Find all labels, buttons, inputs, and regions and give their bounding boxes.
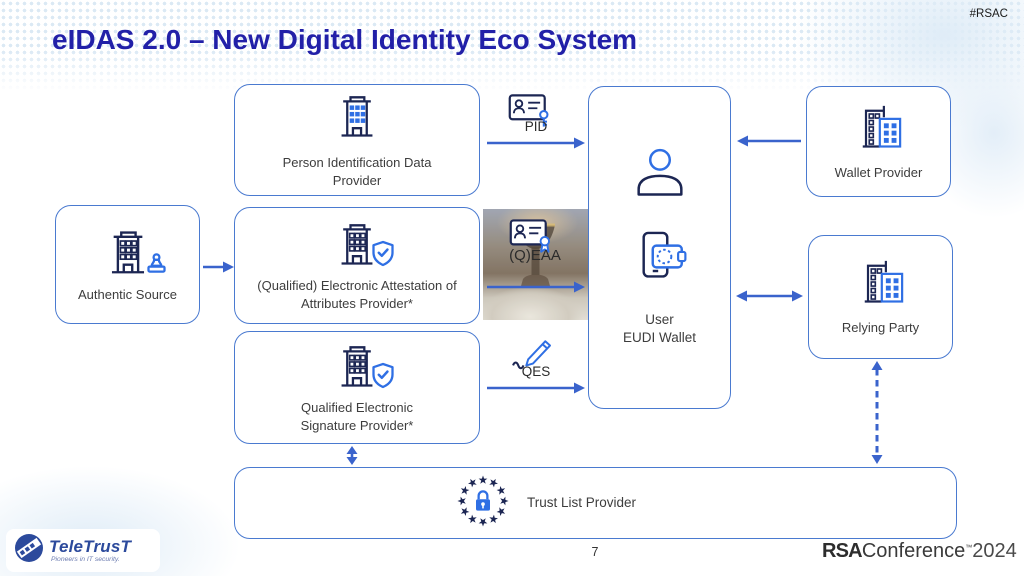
rsa-brand: RSA [822, 540, 863, 562]
box-label: Person Identification Data Provider [282, 155, 432, 188]
arrow-wallet-provider-to-wallet [737, 135, 801, 147]
signature-pen-icon [510, 337, 554, 378]
box-qes-provider: Qualified Electronic Signature Provider* [234, 331, 480, 444]
arrow-authentic-source-to-qeaa [203, 261, 234, 273]
two-buildings-icon [853, 102, 905, 157]
rsa-conference-logo: RSAConference™2024 [822, 540, 1017, 563]
arrow-qeaa-to-wallet [487, 281, 585, 293]
arrow-qes-to-wallet [487, 382, 585, 394]
box-qeaa-provider: (Qualified) Electronic Attestation of At… [234, 207, 480, 324]
person-icon [628, 148, 692, 207]
building-icon [331, 340, 394, 392]
arrow-qes-provider-trust-list-bidirectional [346, 446, 358, 465]
rsa-suffix: Conference [861, 540, 966, 562]
page-number: 7 [591, 545, 599, 559]
box-authentic-source: Authentic Source [55, 205, 200, 324]
teletrust-logo: TeleTrusT Pioneers in IT security. [6, 529, 160, 572]
box-relying-party: Relying Party [808, 235, 953, 359]
flow-label-qes: QES [521, 364, 551, 379]
stamp-icon [144, 253, 169, 281]
rsac-hashtag: #RSAC [969, 8, 1008, 20]
box-label: Relying Party [841, 320, 920, 336]
shield-check-icon [371, 362, 395, 394]
box-trust-list-provider: Trust List Provider [234, 467, 957, 539]
building-icon [331, 90, 383, 147]
teletrust-tagline: Pioneers in IT security. [51, 555, 120, 563]
eu-stars-lock-icon [455, 473, 511, 534]
phone-wallet-icon [631, 229, 689, 289]
box-label: Wallet Provider [834, 164, 923, 180]
box-pid-provider: Person Identification Data Provider [234, 84, 480, 196]
box-user-eudi-wallet: User EUDI Wallet [588, 86, 731, 409]
teletrust-name: TeleTrusT [49, 536, 132, 556]
shield-check-icon [371, 240, 395, 272]
box-wallet-provider: Wallet Provider [806, 86, 951, 197]
box-label-user: User [645, 311, 674, 327]
box-label: Authentic Source [77, 287, 177, 303]
rsa-year: 2024 [972, 540, 1017, 562]
two-buildings-icon [855, 257, 907, 312]
box-label: Qualified Electronic Signature Provider* [300, 400, 414, 433]
slide-title: eIDAS 2.0 – New Digital Identity Eco Sys… [52, 24, 638, 55]
building-icon [101, 225, 166, 279]
building-icon [331, 218, 394, 270]
flow-label-qeaa: (Q)EAA [509, 247, 561, 264]
box-label: (Qualified) Electronic Attestation of At… [257, 278, 457, 311]
arrow-relying-party-trust-list-dashed-bidirectional [871, 361, 883, 464]
arrow-wallet-relying-party-bidirectional [736, 290, 803, 302]
id-card-ribbon-icon [508, 217, 554, 262]
id-card-key-icon [507, 91, 553, 136]
arrow-pid-to-wallet [487, 137, 585, 149]
box-label-eudi-wallet: EUDI Wallet [622, 330, 696, 345]
box-label: Trust List Provider [526, 494, 637, 510]
rsa-trademark: ™ [965, 544, 973, 552]
flow-label-pid: PID [524, 119, 548, 134]
teletrust-circle-icon [14, 533, 44, 568]
